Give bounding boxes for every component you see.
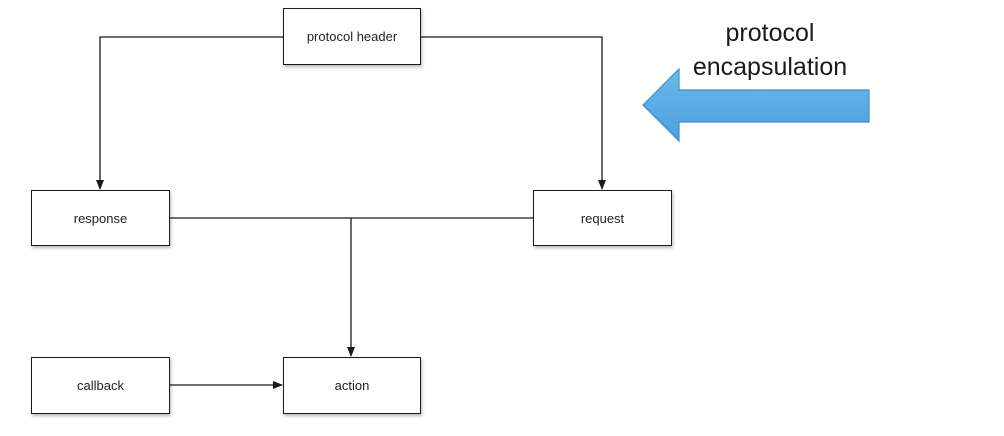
callback-label: callback [77, 378, 124, 393]
edge-header-to-response [96, 36, 283, 190]
side-label-line-1: protocol [725, 19, 815, 47]
side-label-line-2: encapsulation [692, 53, 848, 81]
request-label: request [580, 210, 625, 226]
action-label: action [334, 378, 370, 393]
protocol-header-box: protocol header [283, 8, 421, 65]
request-box: request [533, 190, 672, 246]
protocol-header-label: protocol header [306, 29, 398, 44]
protocol-encapsulation-label: protocol encapsulation [660, 16, 880, 84]
encapsulation-arrow-icon [642, 67, 870, 143]
callback-box: callback [31, 357, 170, 414]
response-label: response [73, 210, 128, 226]
edge-header-to-request [421, 36, 606, 190]
action-box: action [283, 357, 421, 414]
response-box: response [31, 190, 170, 246]
